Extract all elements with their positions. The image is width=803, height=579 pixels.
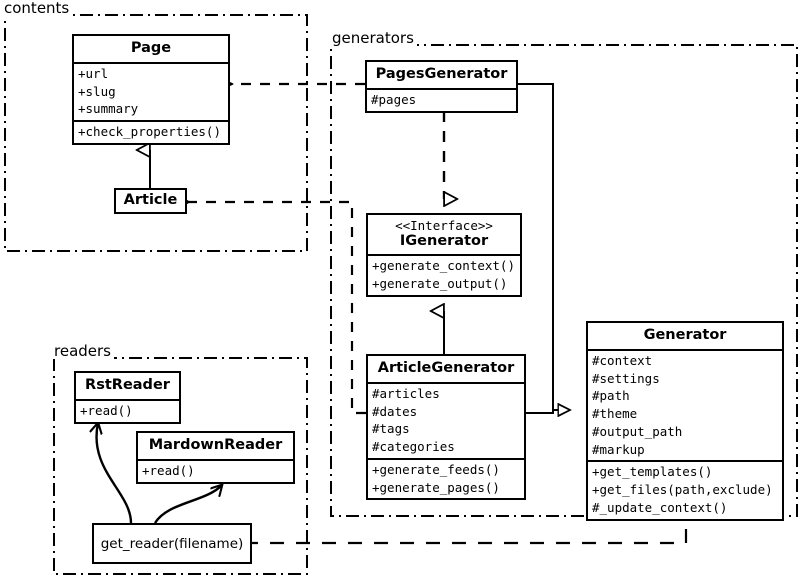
- method: +generate_feeds(): [372, 461, 500, 477]
- attribute: #categories: [372, 439, 455, 455]
- class-rstreader-title: RstReader: [85, 377, 170, 393]
- package-label-generators: generators: [330, 31, 417, 46]
- class-page[interactable]: Page +url +slug +summary +check_properti…: [72, 34, 230, 145]
- method: +read(): [142, 462, 195, 478]
- attribute: #tags: [372, 421, 410, 437]
- package-label-contents: contents: [2, 1, 73, 16]
- class-generator-methods: +get_templates() +get_files(path,exclude…: [588, 462, 782, 518]
- class-pagesgenerator-title: PagesGenerator: [375, 66, 508, 82]
- class-articlegenerator-title: ArticleGenerator: [377, 360, 515, 376]
- class-igenerator[interactable]: <<Interface>> IGenerator +generate_conte…: [366, 213, 522, 297]
- class-igenerator-methods: +generate_context() +generate_output(): [368, 256, 520, 295]
- class-generator-attributes: #context #settings #path #theme #output_…: [588, 351, 782, 461]
- class-generator[interactable]: Generator #context #settings #path #them…: [586, 321, 784, 521]
- method: +get_files(path,exclude): [592, 482, 773, 498]
- attribute: #path: [592, 388, 630, 404]
- attribute: +summary: [78, 101, 139, 117]
- edge-get-reader-creates-rstreader: [96, 423, 133, 524]
- class-articlegenerator-methods: +generate_feeds() +generate_pages(): [368, 460, 524, 499]
- class-generator-title: Generator: [643, 327, 727, 343]
- method: +generate_output(): [372, 276, 508, 292]
- attribute: #theme: [592, 406, 638, 422]
- class-page-title: Page: [130, 40, 172, 56]
- class-mardownreader-methods: +read(): [138, 461, 293, 482]
- attribute: #markup: [592, 441, 645, 457]
- function-get-reader[interactable]: get_reader(filename): [92, 523, 252, 564]
- method: +read(): [80, 402, 133, 418]
- class-pagesgenerator-attributes: #pages: [367, 90, 516, 111]
- class-igenerator-title: IGenerator: [399, 233, 489, 250]
- class-articlegenerator[interactable]: ArticleGenerator #articles #dates #tags …: [366, 354, 526, 501]
- attribute: #articles: [372, 385, 440, 401]
- edge-articlegenerator-uses-article: [189, 202, 366, 415]
- class-page-methods: +check_properties(): [74, 122, 228, 143]
- method: +get_templates(): [592, 464, 713, 480]
- class-mardownreader-title: MardownReader: [148, 437, 283, 453]
- attribute: +slug: [78, 83, 116, 99]
- edge-get-reader-creates-mardownreader: [153, 485, 222, 524]
- method: +generate_context(): [372, 258, 515, 274]
- class-mardownreader[interactable]: MardownReader +read(): [136, 431, 295, 484]
- class-articlegenerator-attributes: #articles #dates #tags #categories: [368, 384, 524, 458]
- function-get-reader-label: get_reader(filename): [100, 535, 244, 552]
- method: +generate_pages(): [372, 479, 500, 495]
- attribute: #dates: [372, 403, 418, 419]
- class-page-attributes: +url +slug +summary: [74, 64, 228, 120]
- attribute: +url: [78, 65, 109, 81]
- attribute: #pages: [371, 91, 417, 107]
- attribute: #settings: [592, 370, 660, 386]
- class-article-title: Article: [123, 192, 178, 208]
- edge-articlegenerator-inherits-generator: [526, 410, 554, 414]
- attribute: #context: [592, 352, 653, 368]
- class-rstreader[interactable]: RstReader +read(): [74, 371, 181, 424]
- class-pagesgenerator[interactable]: PagesGenerator #pages: [365, 60, 518, 113]
- method: #_update_context(): [592, 499, 728, 515]
- class-article[interactable]: Article: [114, 188, 187, 214]
- attribute: #output_path: [592, 423, 683, 439]
- class-rstreader-methods: +read(): [76, 401, 179, 422]
- package-label-readers: readers: [52, 344, 114, 359]
- method: +check_properties(): [78, 124, 221, 140]
- class-igenerator-stereotype: <<Interface>>: [395, 218, 493, 233]
